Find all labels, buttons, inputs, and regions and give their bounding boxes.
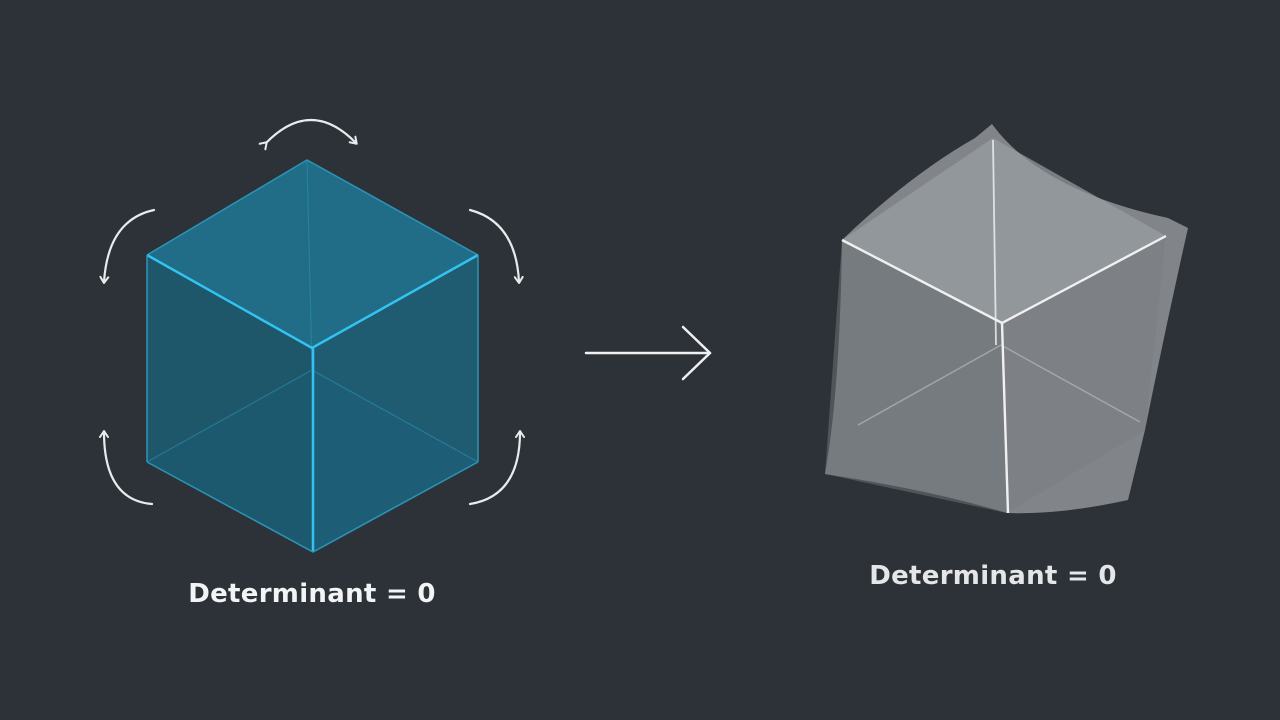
rotate-arrow-top-icon	[258, 119, 358, 151]
distorted-back-edge	[992, 139, 997, 346]
cube-hidden-edge	[146, 369, 313, 463]
distorted-top-face	[842, 138, 1166, 323]
transform-arrow-icon	[584, 325, 712, 381]
rotation-arrows	[99, 119, 525, 506]
distorted-left-face	[825, 240, 1007, 513]
rotate-arrow-upper-right-icon	[468, 208, 524, 284]
distorted-hidden-edge	[1000, 344, 1141, 423]
distorted-hidden-edge	[857, 344, 1002, 426]
rotate-arrow-lower-left-icon	[99, 430, 154, 506]
rotate-arrow-lower-right-icon	[468, 430, 525, 506]
cube-hidden-edge	[311, 369, 479, 463]
cube-bottom-edges	[146, 461, 479, 553]
cube-hidden-edge	[306, 159, 313, 371]
distorted-shape	[825, 124, 1188, 514]
right-caption: Determinant = 0	[869, 561, 1117, 591]
cube-left-face	[147, 255, 313, 552]
distorted-front-vertical-edge	[1000, 322, 1010, 514]
left-caption: Determinant = 0	[188, 579, 436, 609]
distorted-right-face	[1002, 236, 1166, 513]
rotate-arrow-upper-left-icon	[99, 208, 156, 284]
cube-top-outline	[146, 159, 479, 256]
blue-cube	[146, 159, 479, 553]
cube-right-face	[312, 255, 478, 552]
